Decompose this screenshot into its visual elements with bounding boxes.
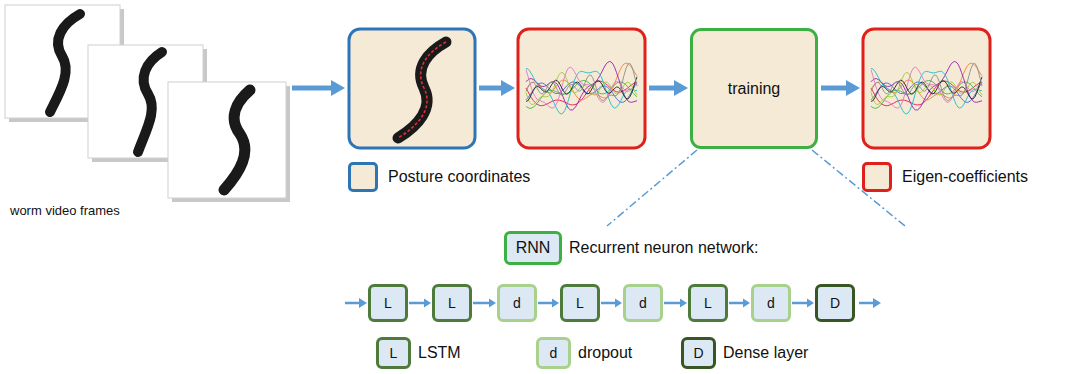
chain-connector — [792, 299, 814, 308]
box-label: D — [693, 345, 703, 361]
box-label: L — [576, 295, 584, 311]
chain-connector — [473, 299, 496, 308]
eigen-curve — [526, 62, 637, 111]
connector-line — [729, 302, 744, 305]
legend-text: Eigen-coefficients — [902, 168, 1028, 186]
eigen-box — [518, 29, 645, 148]
chain-connector — [409, 299, 431, 308]
arrow-head — [615, 299, 622, 308]
lstm-layer: L — [432, 284, 472, 322]
eigen-box — [863, 29, 990, 148]
process-box: training — [690, 28, 818, 149]
legend-text: Posture coordinates — [388, 168, 530, 186]
chain-connector — [538, 299, 559, 308]
box-heading: Dense layer — [723, 344, 808, 362]
box-label: d — [550, 345, 558, 361]
connector-line — [409, 302, 425, 305]
eigen-curve — [871, 62, 982, 111]
eigen-curve — [871, 63, 982, 100]
box-heading: LSTM — [418, 344, 461, 362]
box-label: d — [639, 295, 647, 311]
arrow-head — [807, 299, 814, 308]
lstm-layer: L — [560, 284, 600, 322]
legend-swatch — [862, 162, 892, 192]
dropout-layer: ddropout — [536, 337, 571, 369]
dropout-layer: d — [623, 284, 663, 322]
chain-connector — [601, 299, 622, 308]
connector-line — [601, 302, 616, 305]
arrow-head — [489, 299, 496, 308]
eigen-curve — [871, 63, 982, 100]
chain-connector — [729, 299, 750, 308]
dropout-layer: d — [497, 284, 537, 322]
lstm-layer: L — [688, 284, 728, 322]
eigen-curve — [526, 68, 637, 114]
box-label: RNN — [516, 239, 551, 257]
box-label: training — [728, 80, 780, 98]
lstm-layer: LLSTM — [376, 337, 411, 369]
video-frame — [168, 82, 290, 202]
legend-swatch — [348, 162, 378, 192]
connector-line — [473, 302, 490, 305]
posture-box — [349, 29, 475, 148]
box-label: d — [513, 295, 521, 311]
box-heading: Recurrent neuron network: — [569, 239, 758, 257]
box-label: L — [448, 295, 456, 311]
connector-line — [538, 302, 553, 305]
chain-arrow — [345, 298, 881, 308]
caption-label: worm video frames — [10, 203, 120, 218]
dense-layer: DDense layer — [681, 337, 716, 369]
box-label: D — [830, 295, 840, 311]
lstm-layer: L — [368, 284, 408, 322]
dropout-layer: d — [751, 284, 791, 322]
box-label: L — [704, 295, 712, 311]
box-heading: dropout — [578, 344, 632, 362]
chain-connector — [664, 299, 687, 308]
eigen-curve — [871, 68, 982, 114]
arrow-head — [552, 299, 559, 308]
eigen-curve — [526, 63, 637, 100]
arrow-head — [424, 299, 431, 308]
network-box: RNNRecurrent neuron network: — [504, 231, 562, 265]
eigen-curve — [526, 63, 637, 100]
connector-line — [792, 302, 808, 305]
arrow-head — [743, 299, 750, 308]
dense-layer: D — [815, 284, 855, 322]
zoom-line — [607, 150, 905, 226]
connector-line — [664, 302, 681, 305]
box-label: L — [384, 295, 392, 311]
arrow-head — [680, 299, 687, 308]
box-label: L — [390, 345, 398, 361]
box-label: d — [767, 295, 775, 311]
